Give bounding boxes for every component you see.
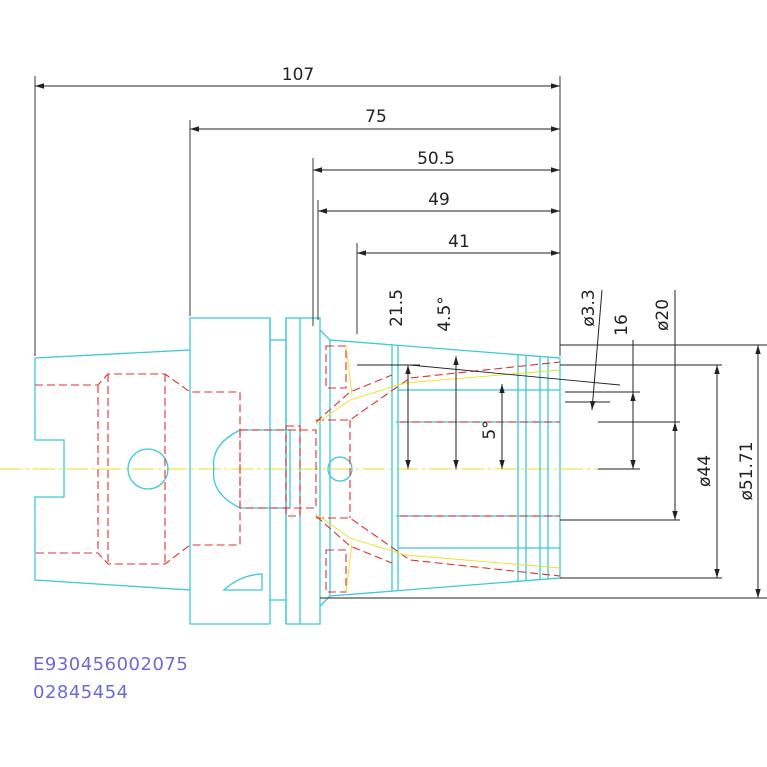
- part-code-line-2: 02845454: [33, 682, 129, 703]
- dim-line-3-3: [590, 289, 603, 411]
- dim-text-51-71: ø51.71: [737, 441, 757, 500]
- dim-text-49: 49: [428, 190, 450, 210]
- part-code-line-1: E930456002075: [33, 654, 189, 675]
- dim-text-3-3: ø3.3: [579, 289, 599, 326]
- dim-text-41: 41: [448, 232, 470, 252]
- vertical-dimensions: [405, 289, 761, 598]
- construction-lines: [315, 345, 561, 593]
- dim-text-107: 107: [282, 65, 314, 85]
- part-outline: [34, 317, 561, 625]
- dim-text-21-5: 21.5: [387, 289, 407, 327]
- dim-text-20: ø20: [653, 299, 673, 331]
- dim-text-75: 75: [365, 107, 387, 127]
- extension-lines: [34, 76, 767, 599]
- hidden-lines: [35, 345, 561, 593]
- length-dimensions: [35, 83, 560, 256]
- dim-text-16: 16: [612, 314, 632, 336]
- dim-text-5: 5°: [480, 420, 500, 439]
- dim-text-44: ø44: [695, 455, 715, 487]
- dim-text-4-5: 4.5°: [435, 296, 455, 332]
- dim-text-50-5: 50.5: [417, 149, 455, 169]
